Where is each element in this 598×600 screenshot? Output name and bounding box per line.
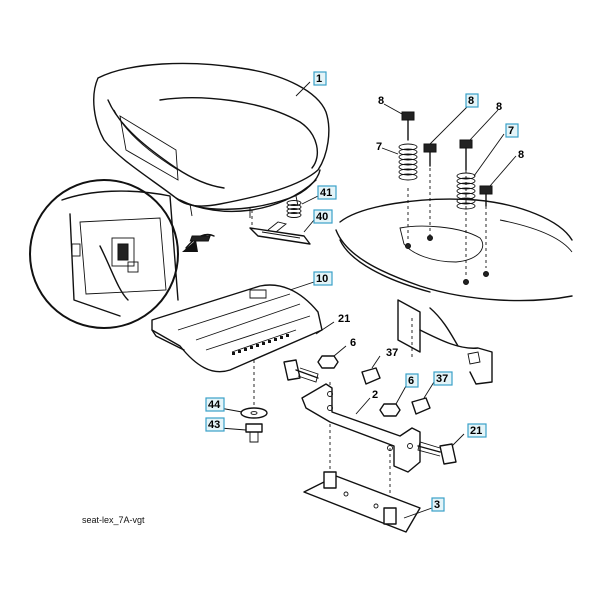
callout-text: 2 <box>372 389 378 401</box>
washer-44 <box>240 407 268 419</box>
callout-text: 37 <box>386 347 398 359</box>
seat-pan-10 <box>151 284 323 373</box>
callout-text: 7 <box>376 141 382 153</box>
bracket-2 <box>301 383 421 473</box>
spring-7-left <box>398 143 418 181</box>
callout-8: 8 <box>465 93 479 108</box>
callout-text: 3 <box>434 499 440 511</box>
callout-8: 8 <box>518 149 524 161</box>
callout-6: 6 <box>350 337 356 349</box>
callout-1: 1 <box>313 71 327 86</box>
callout-text: 10 <box>316 273 328 285</box>
callout-text: 41 <box>320 187 332 199</box>
callout-text: 43 <box>208 419 220 431</box>
callout-text: 21 <box>470 425 482 437</box>
callout-8: 8 <box>378 95 384 107</box>
callout-41: 41 <box>317 185 337 200</box>
callout-text: 40 <box>316 211 328 223</box>
callout-text: 8 <box>378 95 384 107</box>
frame <box>335 198 573 385</box>
spring-7-right <box>456 172 476 210</box>
callout-21: 21 <box>467 423 487 438</box>
callout-40: 40 <box>313 209 333 224</box>
callout-2: 2 <box>372 389 378 401</box>
base-plate-3 <box>303 471 421 533</box>
callout-7: 7 <box>505 123 519 138</box>
callout-7: 7 <box>376 141 382 153</box>
drawing-code: seat-lex_7A-vgt <box>82 515 145 525</box>
callout-text: 21 <box>338 313 350 325</box>
callout-10: 10 <box>313 271 333 286</box>
callout-44: 44 <box>205 397 225 412</box>
callout-37: 37 <box>433 371 453 386</box>
callout-21: 21 <box>338 313 350 325</box>
detail-inset <box>29 179 215 329</box>
callout-text: 6 <box>350 337 356 349</box>
seat <box>93 62 330 218</box>
bolts-8 <box>401 111 493 207</box>
callout-text: 37 <box>436 373 448 385</box>
callout-text: 1 <box>316 73 322 85</box>
callout-6: 6 <box>405 373 419 388</box>
callout-text: 6 <box>408 375 414 387</box>
callout-8: 8 <box>496 101 502 113</box>
callout-text: 8 <box>468 95 474 107</box>
callout-43: 43 <box>205 417 225 432</box>
spring-41 <box>286 200 302 218</box>
callout-text: 8 <box>518 149 524 161</box>
nuts <box>317 355 431 417</box>
callout-3: 3 <box>431 497 445 512</box>
callout-text: 44 <box>208 399 221 411</box>
callout-37: 37 <box>386 347 398 359</box>
callout-text: 7 <box>508 125 514 137</box>
callout-text: 8 <box>496 101 502 113</box>
alignment-lines <box>251 158 487 510</box>
switch-plate-40 <box>189 221 311 245</box>
bolt-43 <box>245 423 263 443</box>
leader-lines <box>219 81 517 519</box>
bolts-21 <box>283 359 457 465</box>
